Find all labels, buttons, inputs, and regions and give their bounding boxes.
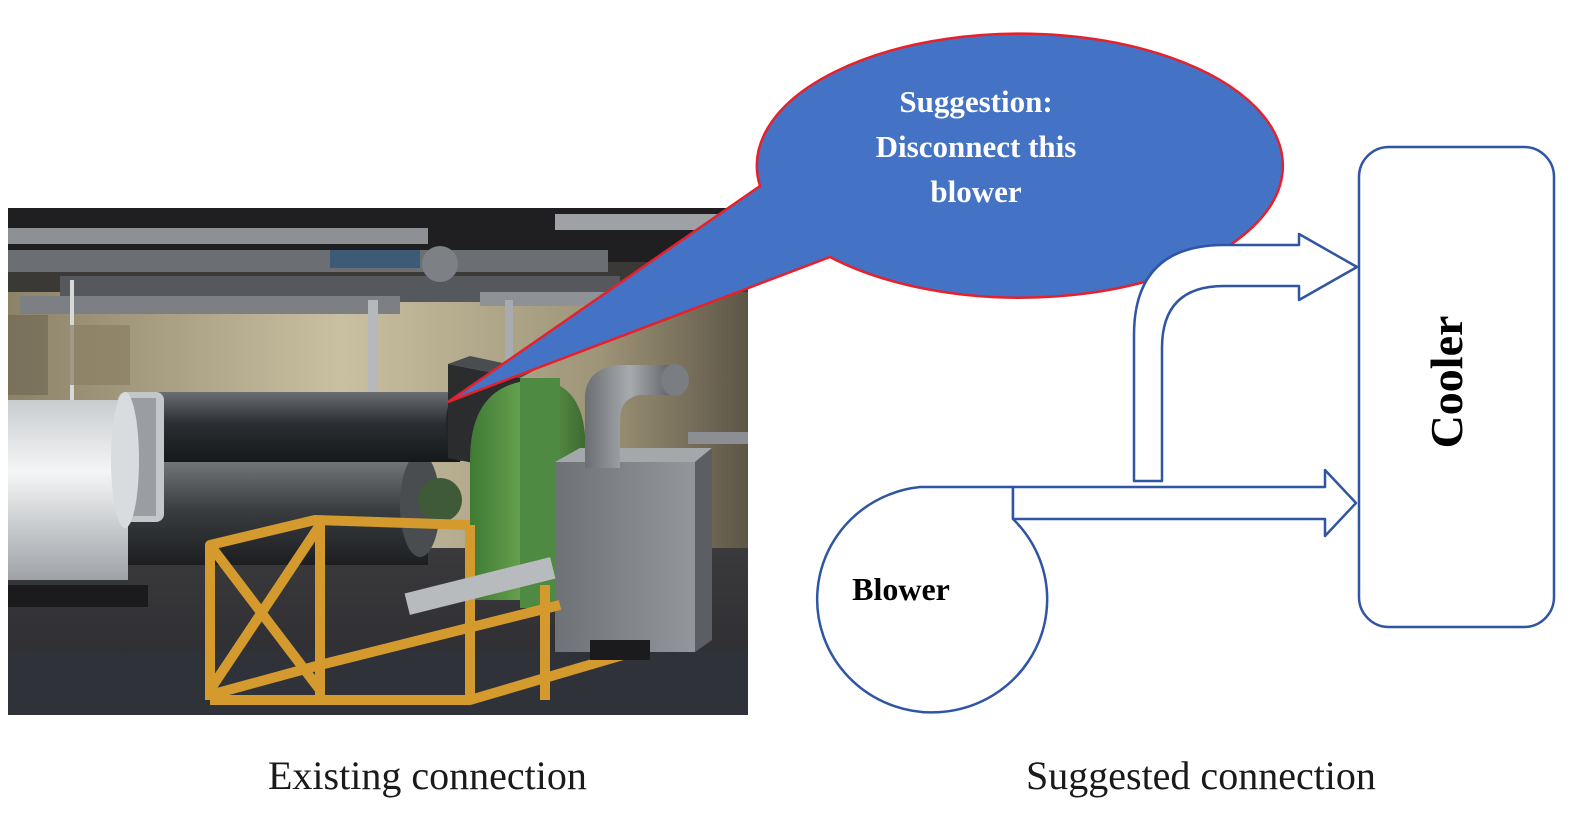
cooler-label: Cooler bbox=[1421, 316, 1472, 449]
callout-line-1: Suggestion: bbox=[899, 84, 1052, 119]
suggestion-callout: Suggestion: Disconnect this blower bbox=[447, 32, 1285, 404]
callout-bubble bbox=[447, 32, 1285, 404]
blower-label: Blower bbox=[852, 571, 950, 607]
suggested-connection-diagram bbox=[815, 145, 1556, 714]
blower-shape bbox=[815, 485, 1049, 714]
callout-line-2: Disconnect this bbox=[876, 129, 1077, 164]
straight-arrow bbox=[1011, 468, 1358, 538]
cooler-box bbox=[1357, 145, 1556, 629]
callout-line-3: blower bbox=[930, 174, 1022, 209]
bent-arrow bbox=[1132, 232, 1359, 483]
caption-suggested-connection: Suggested connection bbox=[1026, 753, 1376, 798]
caption-existing-connection: Existing connection bbox=[268, 753, 587, 798]
